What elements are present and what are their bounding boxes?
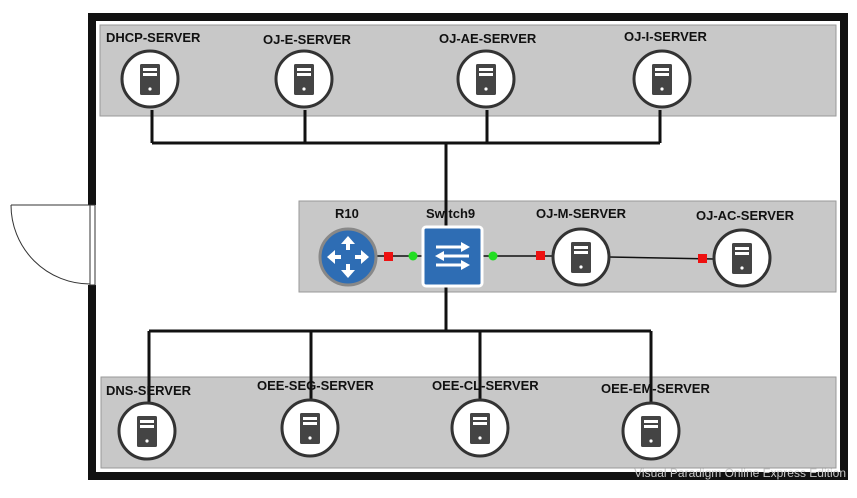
door xyxy=(10,204,96,286)
server-label: OJ-AE-SERVER xyxy=(439,31,537,46)
server-label: OJ-M-SERVER xyxy=(536,206,627,221)
server-label: OEE-EM-SERVER xyxy=(601,381,710,396)
server-label: DHCP-SERVER xyxy=(106,30,201,45)
server-node-oj-ac[interactable]: OJ-AC-SERVER xyxy=(696,208,795,288)
watermark: Visual Paradigm Online Express Edition xyxy=(634,466,846,480)
server-tower-icon xyxy=(140,64,160,95)
server-label: OEE-SEG-SERVER xyxy=(257,378,374,393)
server-tower-icon xyxy=(641,416,661,447)
port-indicators xyxy=(384,251,707,263)
server-node-oee-seg[interactable]: OEE-SEG-SERVER xyxy=(257,378,374,458)
port-down-indicator xyxy=(384,252,393,261)
server-label: OJ-E-SERVER xyxy=(263,32,352,47)
server-tower-icon xyxy=(476,64,496,95)
server-node-oee-em[interactable]: OEE-EM-SERVER xyxy=(601,381,710,461)
server-node-dhcp[interactable]: DHCP-SERVER xyxy=(106,30,201,109)
server-node-oj-e[interactable]: OJ-E-SERVER xyxy=(263,32,352,109)
server-tower-icon xyxy=(571,242,591,273)
cables xyxy=(147,110,662,405)
server-label: OJ-I-SERVER xyxy=(624,29,707,44)
server-node-oee-cl[interactable]: OEE-CL-SERVER xyxy=(432,378,539,458)
port-down-indicator xyxy=(536,251,545,260)
server-tower-icon xyxy=(294,64,314,95)
router-icon xyxy=(318,227,378,287)
port-up-indicator xyxy=(408,251,418,261)
server-tower-icon xyxy=(732,243,752,274)
router-arrows-icon xyxy=(327,236,369,278)
server-node-oj-ae[interactable]: OJ-AE-SERVER xyxy=(439,31,537,109)
server-node-oj-i[interactable]: OJ-I-SERVER xyxy=(624,29,707,109)
server-tower-icon xyxy=(137,416,157,447)
server-label: OJ-AC-SERVER xyxy=(696,208,795,223)
server-node-dns[interactable]: DNS-SERVER xyxy=(106,383,192,461)
server-node-oj-m[interactable]: OJ-M-SERVER xyxy=(536,206,627,287)
switch-node[interactable]: Switch9 xyxy=(421,206,484,288)
port-up-indicator xyxy=(488,251,498,261)
port-down-indicator xyxy=(698,254,707,263)
server-tower-icon xyxy=(652,64,672,95)
server-tower-icon xyxy=(470,413,490,444)
switch-arrows-icon xyxy=(435,242,470,270)
server-label: OEE-CL-SERVER xyxy=(432,378,539,393)
router-node[interactable]: R10 xyxy=(318,206,378,287)
server-label: DNS-SERVER xyxy=(106,383,192,398)
room-walls xyxy=(88,13,848,480)
switch-label: Switch9 xyxy=(426,206,475,221)
server-tower-icon xyxy=(300,413,320,444)
router-label: R10 xyxy=(335,206,359,221)
